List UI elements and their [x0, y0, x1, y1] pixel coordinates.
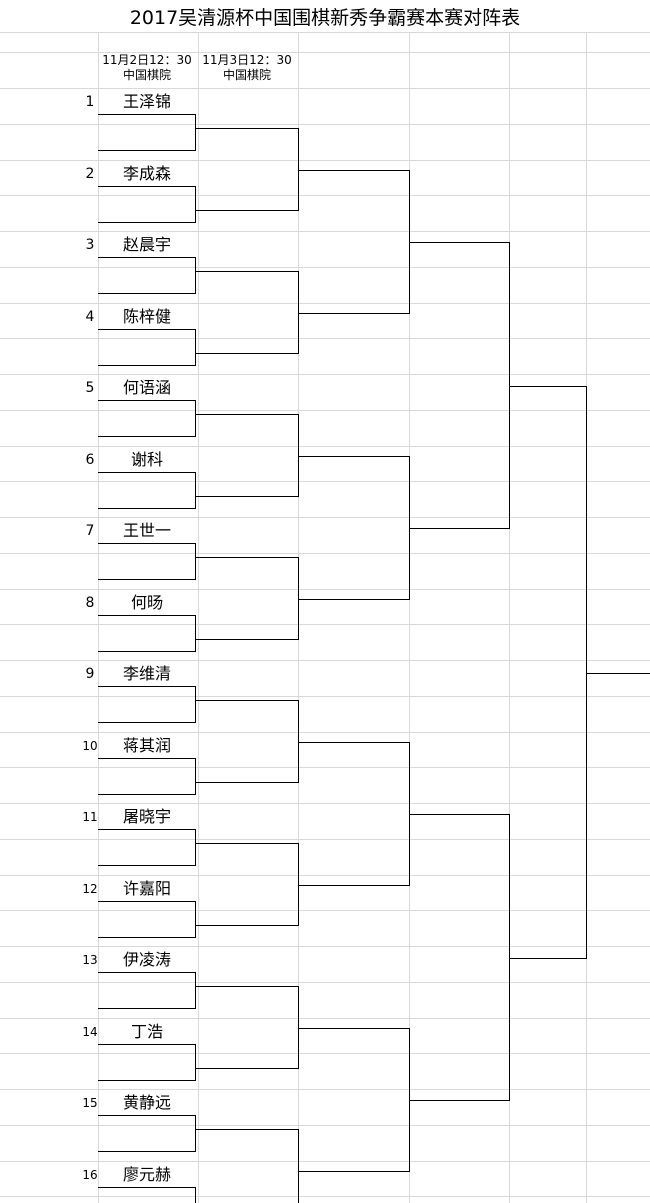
seed-number: 12 [82, 881, 98, 896]
player-name: 谢科 [130, 449, 163, 469]
seed-number: 7 [85, 523, 95, 539]
round-2-bracket [195, 1129, 299, 1203]
round-2-bracket [195, 557, 299, 640]
round-1-box [98, 186, 196, 223]
seed-number: 13 [82, 953, 98, 967]
round-1-box [98, 1187, 196, 1203]
round-2-venue: 中国棋院 [222, 68, 271, 82]
round-1-venue: 中国棋院 [122, 68, 171, 82]
round-1-box [98, 472, 196, 509]
round-1-date: 11月2日12：30 [102, 53, 192, 67]
round-2-bracket [195, 843, 299, 926]
round-3-bracket [298, 170, 410, 314]
player-name: 伊凌涛 [122, 950, 171, 969]
round-1-box [98, 686, 196, 723]
round-2-bracket [195, 986, 299, 1069]
round-1-box [98, 1044, 196, 1081]
player-name: 屠晓宇 [122, 807, 171, 826]
round-1-box [98, 829, 196, 866]
seed-number: 4 [85, 308, 95, 325]
seed-number: 15 [82, 1096, 98, 1110]
round-1-box [98, 329, 196, 366]
player-name: 廖元赫 [122, 1164, 171, 1184]
seed-number: 1 [85, 94, 95, 110]
player-name: 王世一 [122, 521, 171, 540]
seed-number: 6 [85, 451, 95, 468]
round-1-box [98, 257, 196, 294]
seed-number: 11 [82, 810, 98, 824]
player-name: 陈梓健 [122, 306, 171, 326]
round-3-bracket [298, 1028, 410, 1172]
seed-number: 5 [85, 380, 95, 396]
round-1-box [98, 901, 196, 938]
player-name: 何语涵 [122, 378, 171, 397]
round-2-bracket [195, 271, 299, 354]
player-name: 王泽锦 [122, 92, 171, 111]
player-name: 丁浩 [130, 1021, 163, 1041]
seed-number: 3 [85, 237, 95, 253]
round-1-box [98, 972, 196, 1009]
final-bracket [509, 386, 587, 959]
round-1-header: 11月2日12：30 中国棋院 [98, 53, 196, 83]
round-1-box [98, 1115, 196, 1152]
player-name: 蒋其润 [122, 735, 171, 755]
seed-number: 2 [85, 165, 95, 182]
seed-number: 9 [85, 666, 95, 682]
round-4-bracket [409, 242, 510, 529]
player-name: 李成森 [122, 163, 171, 183]
seed-number: 10 [82, 738, 98, 753]
seed-number: 14 [82, 1024, 98, 1039]
round-2-bracket [195, 128, 299, 211]
round-1-box [98, 114, 196, 151]
player-name: 何旸 [130, 592, 163, 612]
round-3-bracket [298, 742, 410, 886]
player-name: 许嘉阳 [122, 878, 171, 898]
seed-number: 8 [85, 594, 95, 611]
page-title: 2017吴清源杯中国围棋新秀争霸赛本赛对阵表 [129, 7, 521, 29]
round-1-box [98, 615, 196, 652]
round-1-box [98, 758, 196, 795]
seed-number: 16 [82, 1167, 98, 1182]
round-2-bracket [195, 414, 299, 497]
round-4-bracket [409, 814, 510, 1101]
round-3-bracket [298, 456, 410, 600]
player-name: 赵晨宇 [122, 235, 171, 254]
round-2-date: 11月3日12：30 [202, 53, 292, 67]
player-name: 李维清 [122, 664, 171, 683]
player-name: 黄静远 [122, 1093, 171, 1112]
round-1-box [98, 543, 196, 580]
round-1-box [98, 400, 196, 437]
round-2-bracket [195, 700, 299, 783]
round-2-header: 11月3日12：30 中国棋院 [198, 53, 296, 83]
